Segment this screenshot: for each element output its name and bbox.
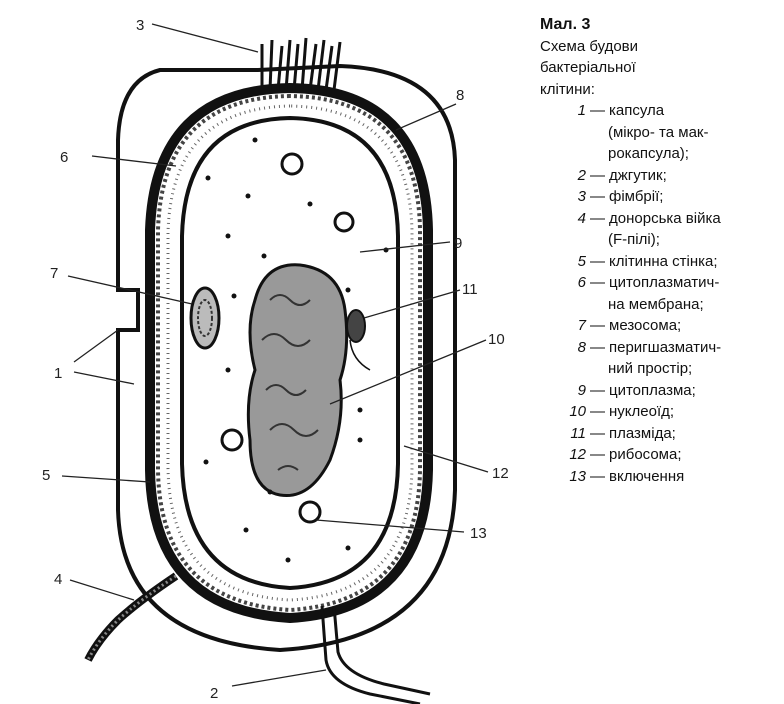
caption-title-line-2: бактеріальної (540, 57, 780, 79)
legend-number: 4 (540, 208, 586, 230)
legend-text: джгутик; (609, 167, 667, 184)
mesosome (191, 288, 219, 348)
callout-13: 13 (470, 525, 487, 542)
legend-item-continuation: ний простір; (540, 358, 780, 380)
legend-item: 5—клітинна стінка; (540, 251, 780, 273)
legend-text: капсула (609, 102, 664, 119)
legend-list: 1—капсула (мікро- та мак- рокапсула); 2—… (540, 100, 780, 487)
legend-item: 2—джгутик; (540, 165, 780, 187)
legend-text: клітинна стінка; (609, 253, 718, 270)
legend-number: 1 (540, 100, 586, 122)
callout-6: 6 (60, 149, 68, 166)
callout-1: 1 (54, 365, 62, 382)
callout-10: 10 (488, 331, 505, 348)
legend-text: нуклеоїд; (609, 403, 674, 420)
legend-number: 6 (540, 272, 586, 294)
callout-9: 9 (454, 235, 462, 252)
callout-8: 8 (456, 87, 464, 104)
figure-caption: Мал. 3 Схема будови бактеріальної клітин… (540, 14, 780, 487)
legend-text: цитоплазма; (609, 382, 696, 399)
legend-number: 8 (540, 337, 586, 359)
legend-text: перигшазматич- (609, 339, 721, 356)
legend-text: включення (609, 468, 684, 485)
legend-item: 4—донорська війка (540, 208, 780, 230)
legend-item: 10—нуклеоїд; (540, 401, 780, 423)
legend-number: 13 (540, 466, 586, 488)
flagellum-outer (334, 606, 430, 694)
legend-text: донорська війка (609, 210, 721, 227)
callout-7: 7 (50, 265, 58, 282)
legend-number: 10 (540, 401, 586, 423)
fimbriae (262, 38, 340, 90)
callout-2: 2 (210, 685, 218, 702)
legend-item: 1—капсула (540, 100, 780, 122)
legend-item-continuation: (мікро- та мак- (540, 122, 780, 144)
legend-number: 5 (540, 251, 586, 273)
callout-5: 5 (42, 467, 50, 484)
legend-number: 2 (540, 165, 586, 187)
legend-item: 9—цитоплазма; (540, 380, 780, 402)
plasmid (347, 310, 365, 342)
legend-text: цитоплазматич- (609, 274, 719, 291)
legend-number: 7 (540, 315, 586, 337)
legend-item: 13—включення (540, 466, 780, 488)
legend-number: 11 (540, 423, 586, 445)
legend-item: 8—перигшазматич- (540, 337, 780, 359)
legend-item-continuation: на мембрана; (540, 294, 780, 316)
legend-item: 3—фімбрії; (540, 186, 780, 208)
legend-text: фімбрії; (609, 188, 663, 205)
legend-number: 9 (540, 380, 586, 402)
donor-pilus (88, 576, 176, 660)
caption-title-line-3: клітини: (540, 79, 780, 101)
caption-title-line-1: Схема будови (540, 36, 780, 58)
legend-item: 7—мезосома; (540, 315, 780, 337)
legend-item-continuation: рокапсула); (540, 143, 780, 165)
callout-3: 3 (136, 17, 144, 34)
bacterial-cell-diagram: 1 2 3 4 5 6 7 8 9 10 11 12 13 (0, 0, 540, 704)
callout-12: 12 (492, 465, 509, 482)
callout-11: 11 (462, 281, 478, 298)
callout-4: 4 (54, 571, 62, 588)
figure-number: Мал. 3 (540, 14, 780, 36)
legend-text: мезосома; (609, 317, 681, 334)
legend-text: рибосома; (609, 446, 682, 463)
legend-number: 3 (540, 186, 586, 208)
legend-item: 11—плазміда; (540, 423, 780, 445)
legend-text: плазміда; (609, 425, 676, 442)
legend-number: 12 (540, 444, 586, 466)
legend-item: 12—рибосома; (540, 444, 780, 466)
legend-item-continuation: (F-пілі); (540, 229, 780, 251)
legend-item: 6—цитоплазматич- (540, 272, 780, 294)
